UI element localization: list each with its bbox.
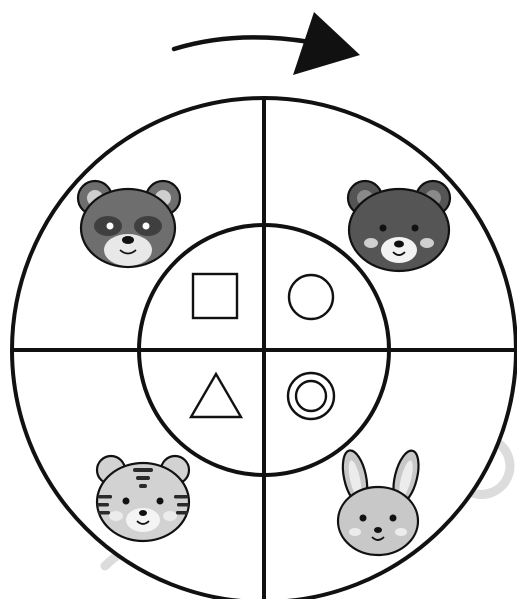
rotation-arrow bbox=[174, 12, 360, 75]
arrow-head bbox=[293, 12, 360, 75]
tiger-face-icon bbox=[97, 456, 189, 541]
wheel-structure bbox=[12, 98, 516, 599]
bear-face-icon bbox=[348, 181, 450, 271]
curved-arrow-right-icon bbox=[174, 37, 310, 49]
